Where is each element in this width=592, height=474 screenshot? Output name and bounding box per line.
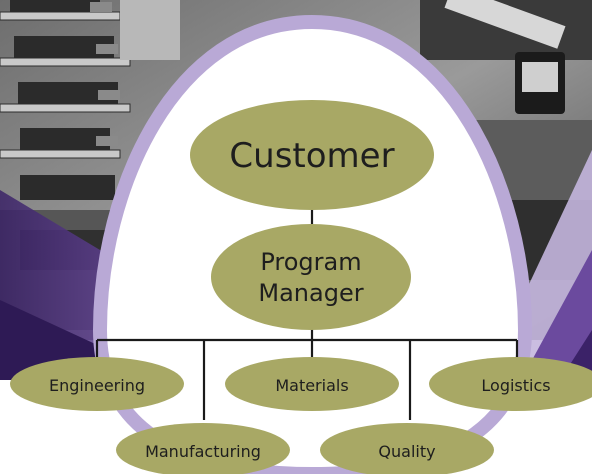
engineering-node: [10, 357, 184, 411]
logistics-node: [429, 357, 592, 411]
program-manager-node: [211, 224, 411, 330]
customer-node: [190, 100, 434, 210]
materials-node: [225, 357, 399, 411]
quality-node: [320, 423, 494, 474]
manufacturing-node: [116, 423, 290, 474]
